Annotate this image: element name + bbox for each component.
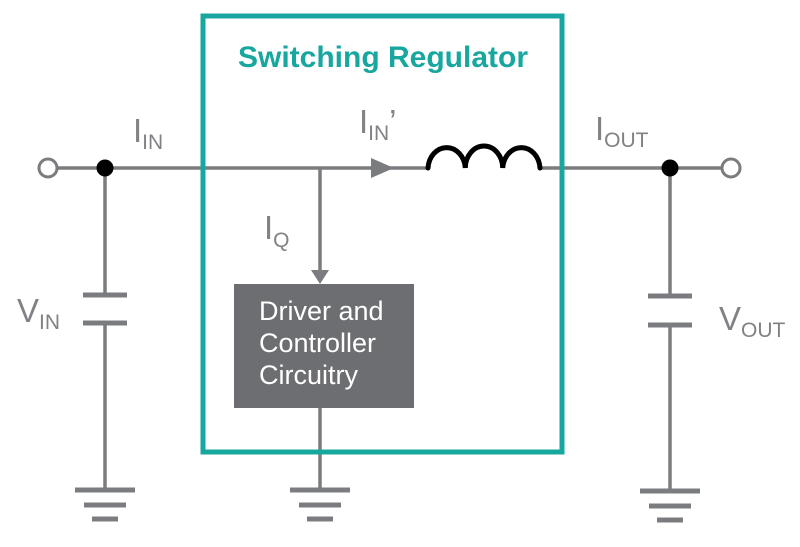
- diagram-title: Switching Regulator: [238, 41, 528, 74]
- input-junction-dot: [96, 159, 114, 177]
- label-i-in: IIN: [133, 112, 163, 154]
- inductor-coil-icon: [425, 143, 543, 171]
- driver-box-line1: Driver and: [259, 296, 384, 326]
- label-i-in-prime: IIN’: [359, 103, 397, 145]
- label-v-out: VOUT: [719, 300, 786, 342]
- input-capacitor-icon: [83, 292, 127, 326]
- input-ground-icon: [75, 487, 135, 522]
- driver-box: [234, 284, 414, 408]
- output-ground-icon: [640, 488, 700, 523]
- output-junction-dot: [661, 159, 679, 177]
- input-terminal-icon: [37, 157, 59, 179]
- driver-box-line3: Circuitry: [259, 360, 358, 390]
- driver-ground-icon: [290, 487, 350, 522]
- wires: [57, 166, 722, 490]
- regulator-boundary-box: [200, 13, 565, 455]
- driver-controller-block: Driver and Controller Circuitry: [234, 284, 414, 408]
- current-flow-arrow-icon: [371, 158, 394, 178]
- output-capacitor-icon: [648, 293, 692, 328]
- output-terminal-icon: [720, 157, 742, 179]
- label-i-q: IQ: [264, 209, 290, 252]
- driver-box-line2: Controller: [259, 328, 376, 358]
- label-i-out: IOUT: [595, 110, 649, 152]
- quiescent-current-arrow-icon: [311, 270, 329, 284]
- label-v-in: VIN: [17, 292, 60, 334]
